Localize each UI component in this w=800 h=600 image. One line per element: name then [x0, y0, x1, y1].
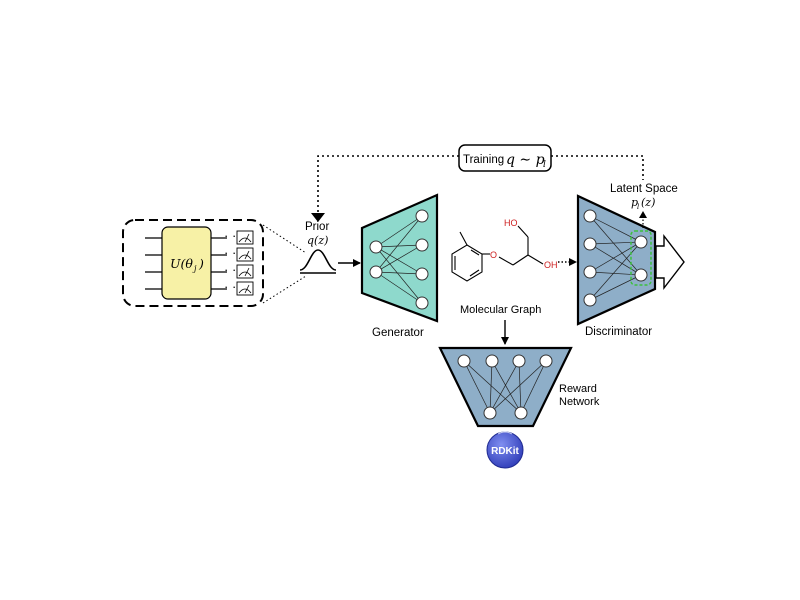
- measurement-meter-icon: [236, 247, 254, 262]
- latent-space-highlight: [630, 230, 652, 286]
- generator-input-node: [369, 240, 383, 254]
- prior-math: q(z): [307, 234, 328, 247]
- prior: Prior q(z): [299, 221, 337, 274]
- generator-output-node: [415, 238, 429, 252]
- training-loop-line-right: [551, 155, 644, 180]
- unitary-gate: [161, 226, 212, 300]
- discriminator-output-arrow: [655, 233, 685, 291]
- discriminator-label: Discriminator: [585, 326, 652, 338]
- unitary-gate-subscript: j: [192, 264, 197, 273]
- generator-label: Generator: [372, 327, 424, 339]
- training-loop: Training q ∼ p l: [311, 144, 644, 222]
- discriminator-input-node: [583, 209, 597, 223]
- latent-math-argument: (z): [641, 196, 655, 209]
- molecule-to-discriminator-arrowhead: [569, 258, 577, 266]
- latent-pointer-arrowhead: [639, 211, 647, 218]
- training-math: q ∼ p: [506, 152, 545, 168]
- chain-bond: [512, 254, 529, 266]
- discriminator-input-node: [583, 265, 597, 279]
- gaussian-curve-icon: [299, 249, 337, 274]
- rdkit-logo-icon: RDKit: [486, 431, 524, 469]
- reward-input-node: [457, 354, 471, 368]
- quantum-circuit-box: [122, 219, 264, 307]
- reward-input-node: [512, 354, 526, 368]
- double-bond: [470, 249, 480, 256]
- methyl-bond: [459, 231, 468, 246]
- chain-bond: [527, 254, 544, 265]
- atom-hydroxyl-label: OH: [544, 260, 558, 270]
- measurement-meter-icon: [236, 281, 254, 296]
- rdkit-highlight: [497, 431, 513, 435]
- discriminator-latent-node: [634, 235, 648, 249]
- generator: Generator: [360, 193, 439, 339]
- generator-output-node: [415, 296, 429, 310]
- circuit-to-prior-connector: [262, 275, 307, 304]
- reward-network-edges: [463, 360, 547, 414]
- reward-output-node: [483, 406, 497, 420]
- discriminator: Discriminator: [576, 194, 685, 338]
- reward-label-line2: Network: [559, 396, 600, 408]
- latent-math: p: [631, 196, 638, 209]
- reward-input-node: [539, 354, 553, 368]
- double-bond: [469, 269, 480, 277]
- measurement-meter-icon: [236, 264, 254, 279]
- reward-label-line1: Reward: [559, 383, 597, 395]
- training-math-subscript: l: [543, 160, 546, 170]
- measurement-meter-icon: [236, 230, 254, 245]
- molecule-structure: [451, 225, 544, 282]
- generator-output-node: [415, 267, 429, 281]
- chain-bond: [517, 225, 529, 238]
- latent-space-label: Latent Space: [610, 183, 678, 195]
- molecular-graph-label: Molecular Graph: [460, 304, 541, 316]
- atom-oxygen-label: O: [490, 250, 497, 260]
- prior-label: Prior: [305, 221, 329, 233]
- discriminator-input-node: [583, 293, 597, 307]
- unitary-gate-close: ): [198, 256, 204, 271]
- generator-output-node: [415, 209, 429, 223]
- reward-output-node: [514, 406, 528, 420]
- chain-bond: [498, 256, 514, 266]
- training-label: Training: [463, 154, 504, 166]
- quantum-circuit: U(θ j ) · · · · · · · · · · · ·: [122, 219, 264, 307]
- unitary-gate-label: U(θ: [170, 256, 193, 271]
- training-loop-line-left: [317, 155, 459, 215]
- generator-input-node: [369, 265, 383, 279]
- training-loop-arrowhead: [311, 213, 325, 222]
- generator-edges: [375, 215, 423, 304]
- benzene-ring: [451, 244, 483, 282]
- latent-space-annotation: Latent Space p l (z): [610, 183, 678, 228]
- reward-network: Reward Network: [438, 346, 600, 428]
- discriminator-edges: [589, 215, 642, 301]
- circuit-to-prior-connector: [262, 224, 307, 254]
- atom-hydroxyl-label: HO: [504, 218, 518, 228]
- training-box: [458, 144, 552, 172]
- latent-math-subscript: l: [637, 203, 639, 211]
- reward-input-node: [485, 354, 499, 368]
- rdkit-label: RDKit: [491, 446, 519, 457]
- measurement-icons: [236, 230, 254, 296]
- discriminator-input-node: [583, 237, 597, 251]
- reward-network-trapezoid: [438, 346, 573, 428]
- discriminator-latent-node: [634, 268, 648, 282]
